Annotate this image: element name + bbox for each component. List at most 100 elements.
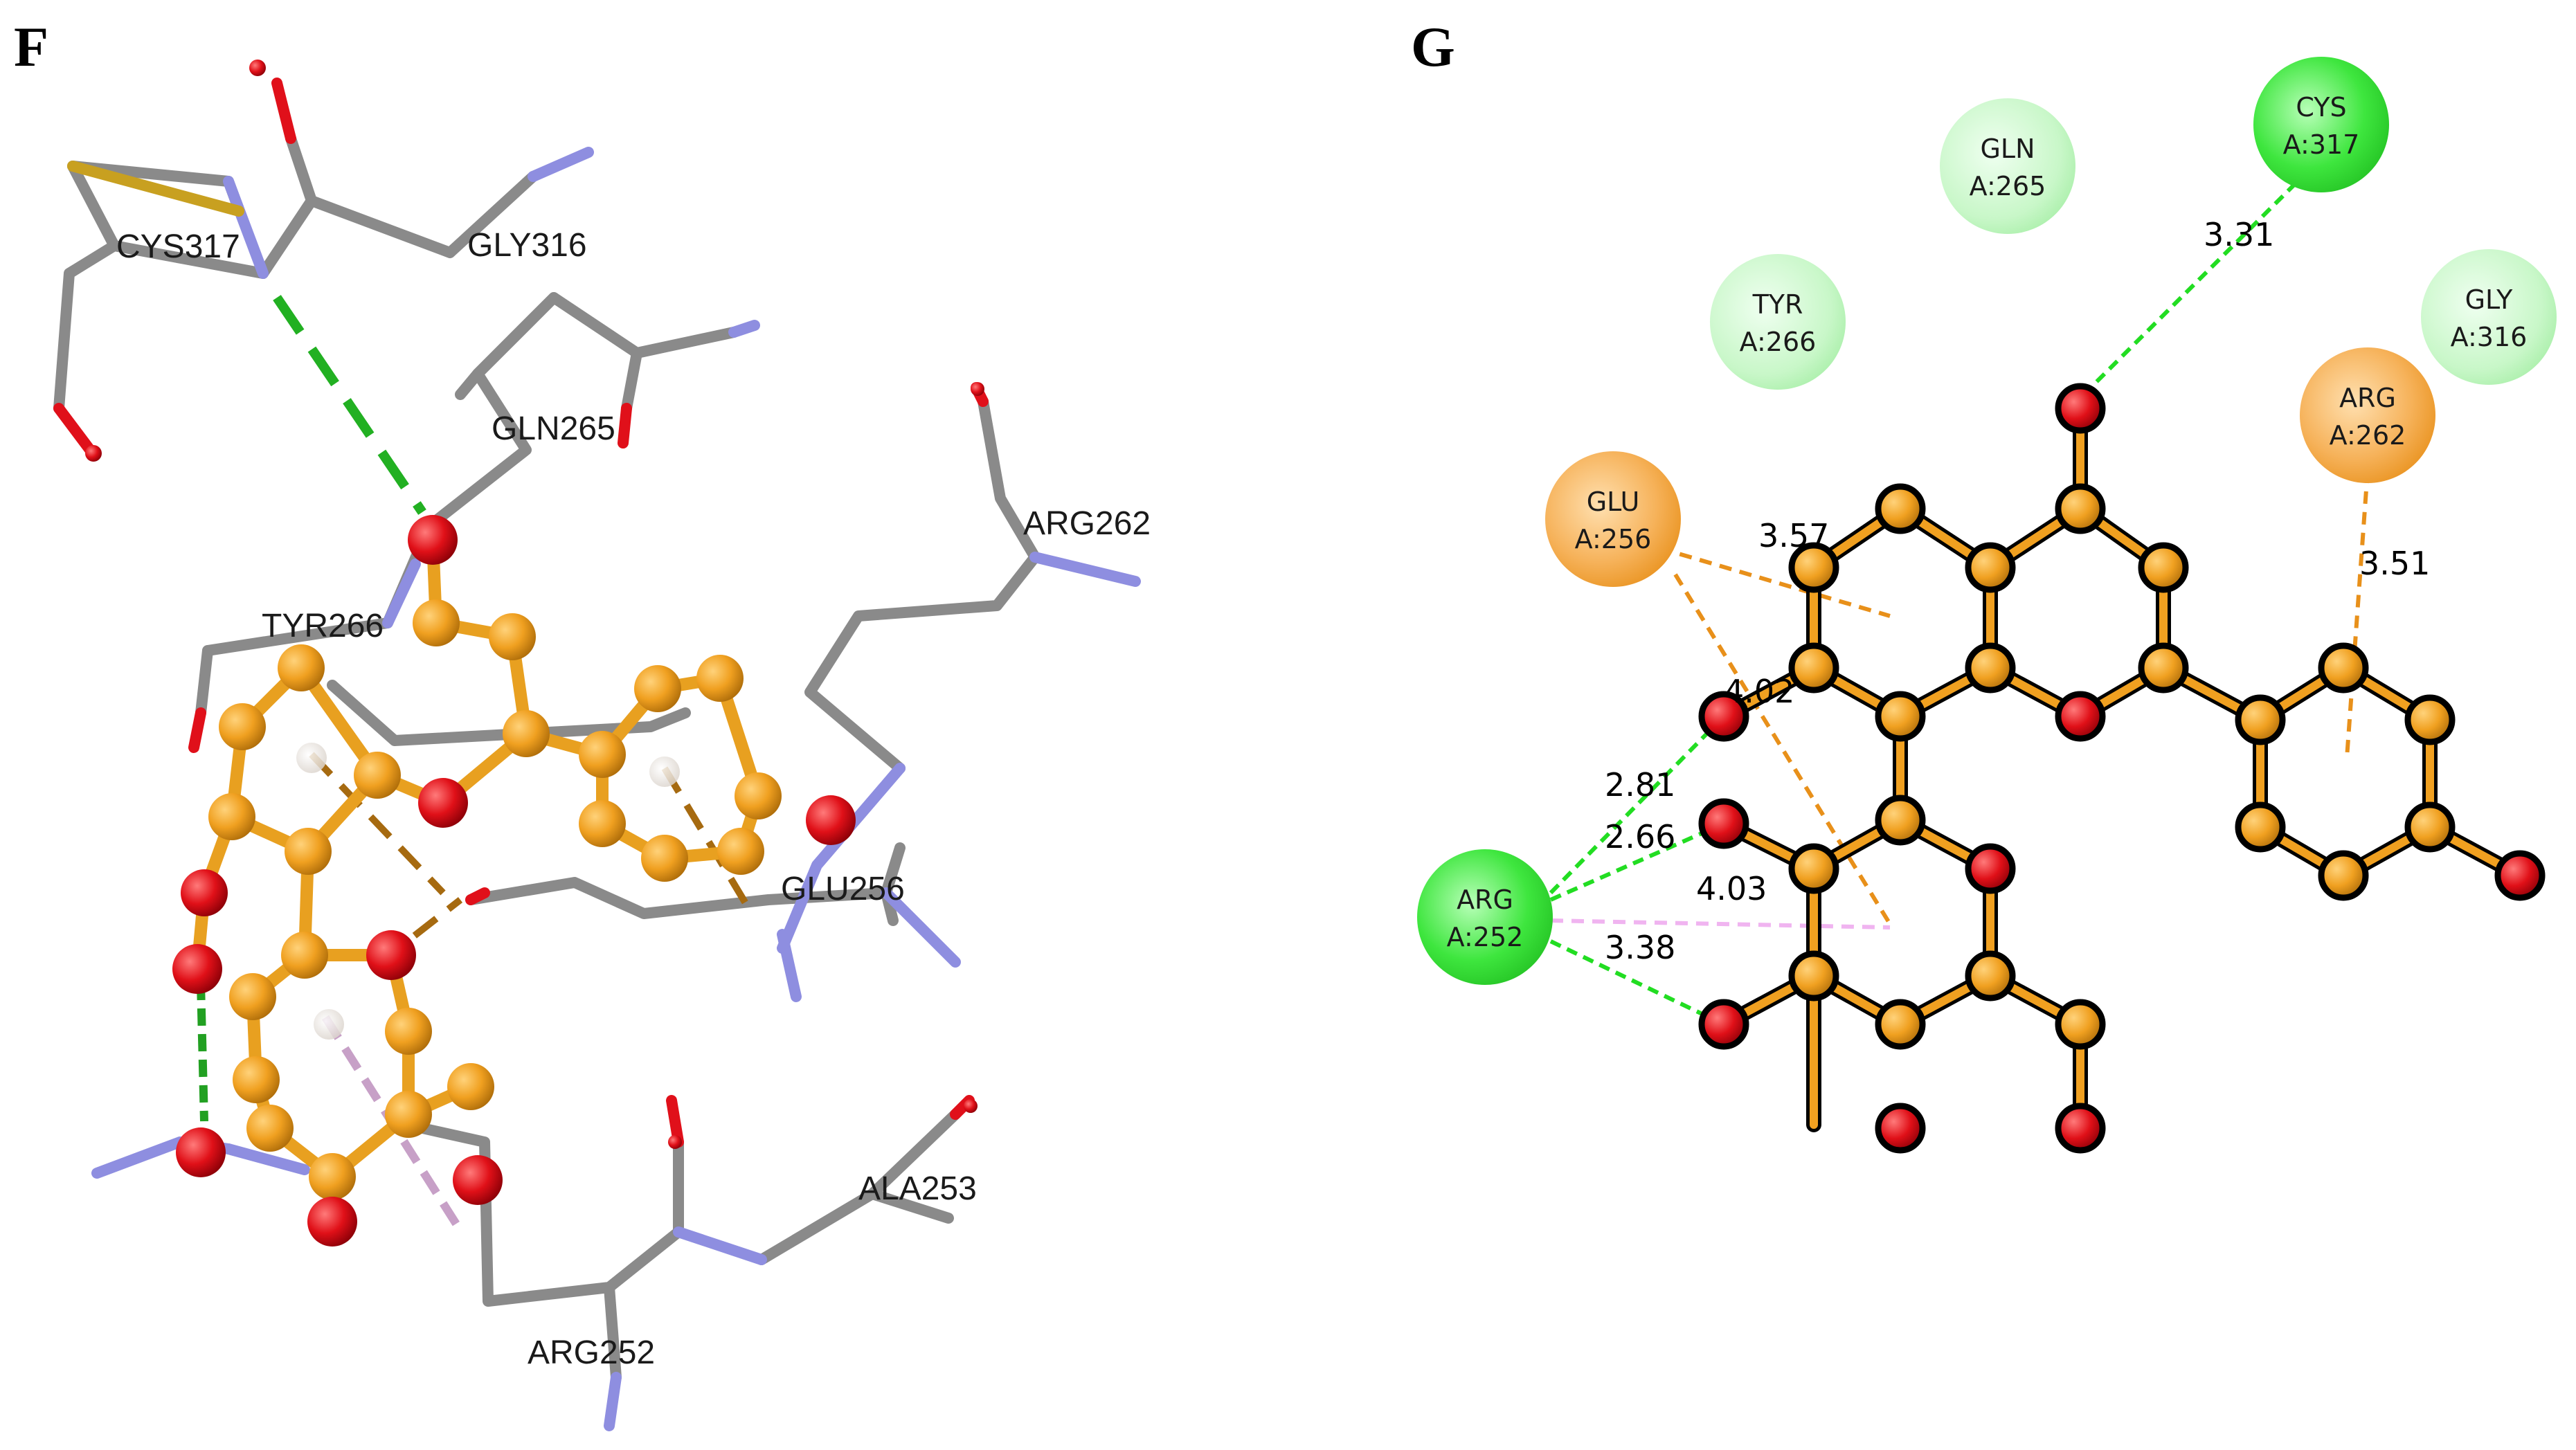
carbon-atom [1965, 642, 2016, 694]
pi-anion-glu256-b [1673, 573, 1892, 925]
distance-glu256-b: 4.02 [1724, 673, 1794, 710]
pi-anion-arg262-line [2345, 470, 2370, 759]
carbon-atom [717, 828, 764, 875]
arg252-chain [417, 1123, 684, 1307]
residue-name: ARG [2339, 383, 2396, 413]
carbon-atom [1875, 795, 1926, 846]
distance-arg252-d: 3.38 [1605, 929, 1675, 966]
tyr266-n [382, 559, 421, 628]
ring-centroid [314, 1009, 344, 1040]
oxygen-atom [1698, 999, 1749, 1050]
residue-disc [2253, 57, 2389, 192]
residue-disc [2300, 347, 2435, 483]
oxygen-atom [2055, 691, 2106, 742]
arg252-n2 [223, 1143, 310, 1175]
carbon-atom [229, 973, 276, 1020]
hbond-arg252 [197, 982, 208, 1122]
residue-id: A:262 [2330, 420, 2406, 451]
interactions-2d [1549, 156, 2370, 1026]
label-glu256: GLU256 [781, 871, 905, 907]
label-ala253: ALA253 [858, 1170, 977, 1207]
ligand-2d-atoms [1698, 383, 2546, 1154]
residue-gln265: GLN A:265 [1940, 98, 2075, 234]
carbon-atom [385, 1091, 432, 1138]
glu256-o [465, 887, 490, 905]
gln265-backbone [424, 292, 559, 532]
residue-name: CYS [2296, 92, 2346, 123]
distance-glu256-a: 3.57 [1758, 517, 1829, 554]
cys317-o [53, 403, 96, 455]
carbon-atom [1788, 843, 1839, 894]
oxygen-atom [2055, 1103, 2106, 1154]
carbon-atom [2055, 999, 2106, 1050]
carbon-atom [281, 932, 328, 979]
arg262-chain [804, 396, 1041, 774]
cys317-chain [53, 161, 120, 414]
oxygen-atom [172, 944, 222, 994]
carbon-atom [503, 710, 550, 757]
carbon-atom [285, 828, 332, 875]
carbon-atom [2404, 801, 2456, 853]
residue-discs: GLN A:265 CYS A:317 TYR A:266 GLY A:316 … [1417, 57, 2557, 985]
carbon-atom [2055, 483, 2106, 534]
glu256-chain [465, 842, 906, 919]
residue-name: GLY [2465, 284, 2514, 315]
label-tyr266: TYR266 [262, 608, 384, 644]
cys317-sulfur [67, 161, 244, 217]
carbon-atom [2138, 642, 2189, 694]
residue-name: ARG [1457, 885, 1513, 915]
gly316-carbonyl [285, 133, 317, 206]
carbon-atom [1788, 542, 1839, 593]
oxygen-atom [408, 515, 458, 565]
ala253-n [673, 1226, 767, 1265]
residue-id: A:316 [2451, 322, 2528, 352]
gly316-chain [258, 171, 539, 279]
oxygen-atom [418, 778, 468, 828]
hbond-arg252-c [1549, 939, 1725, 1026]
carbon-atom [1788, 642, 1839, 694]
residue-arg262: ARG A:262 [2300, 347, 2435, 483]
ring-centroid [649, 756, 680, 787]
ala253-o [666, 1095, 684, 1148]
oxygen-atom [366, 930, 416, 980]
carbon-atom [641, 835, 688, 882]
gly316-n [528, 147, 594, 182]
carbon-atom [1875, 691, 1926, 742]
residue-sticks [53, 78, 1141, 1431]
carbon-atom [219, 703, 266, 750]
carbon-atom [2404, 694, 2456, 745]
carbon-atom [2138, 542, 2189, 593]
carbon-atom [385, 1008, 432, 1055]
residue-id: A:317 [2283, 129, 2360, 160]
residue-disc [1710, 254, 1846, 390]
oxygen-atom [2494, 850, 2546, 901]
carbon-atom [489, 613, 536, 660]
carbon-atom [246, 1105, 294, 1152]
cys317-backbone [109, 240, 269, 279]
oxygen-atom [307, 1197, 357, 1247]
carbon-atom [413, 599, 460, 646]
carbon-atom [2318, 850, 2369, 901]
hbond-arg252-b [1549, 822, 1725, 902]
distance-labels: 3.31 3.51 3.57 4.02 2.81 2.66 4.03 3.38 [1605, 216, 2430, 966]
residue-id: A:265 [1970, 171, 2046, 201]
oxygen-atom [1698, 798, 1749, 849]
carbon-atom [1788, 950, 1839, 1002]
tyr266-o [188, 707, 206, 753]
residue-disc [1545, 451, 1681, 587]
panel-label-g: G [1411, 15, 1455, 78]
residue-arg252: ARG A:252 [1417, 849, 1553, 985]
gln265-n [728, 320, 760, 338]
oxygen-atom [971, 382, 984, 396]
distance-arg252-a: 2.81 [1605, 766, 1675, 804]
arg252-backbone [604, 1282, 622, 1383]
glu256-n [777, 887, 961, 1002]
residue-name: GLU [1587, 487, 1640, 517]
carbon-atom [579, 800, 626, 847]
gln265-o [618, 403, 632, 448]
distance-cys317: 3.31 [2204, 216, 2274, 253]
panel-f: F [14, 15, 1151, 1431]
carbon-atom [233, 1056, 280, 1103]
tyr266-ring-link [195, 645, 213, 718]
ala253-carbonyl [867, 1109, 961, 1199]
